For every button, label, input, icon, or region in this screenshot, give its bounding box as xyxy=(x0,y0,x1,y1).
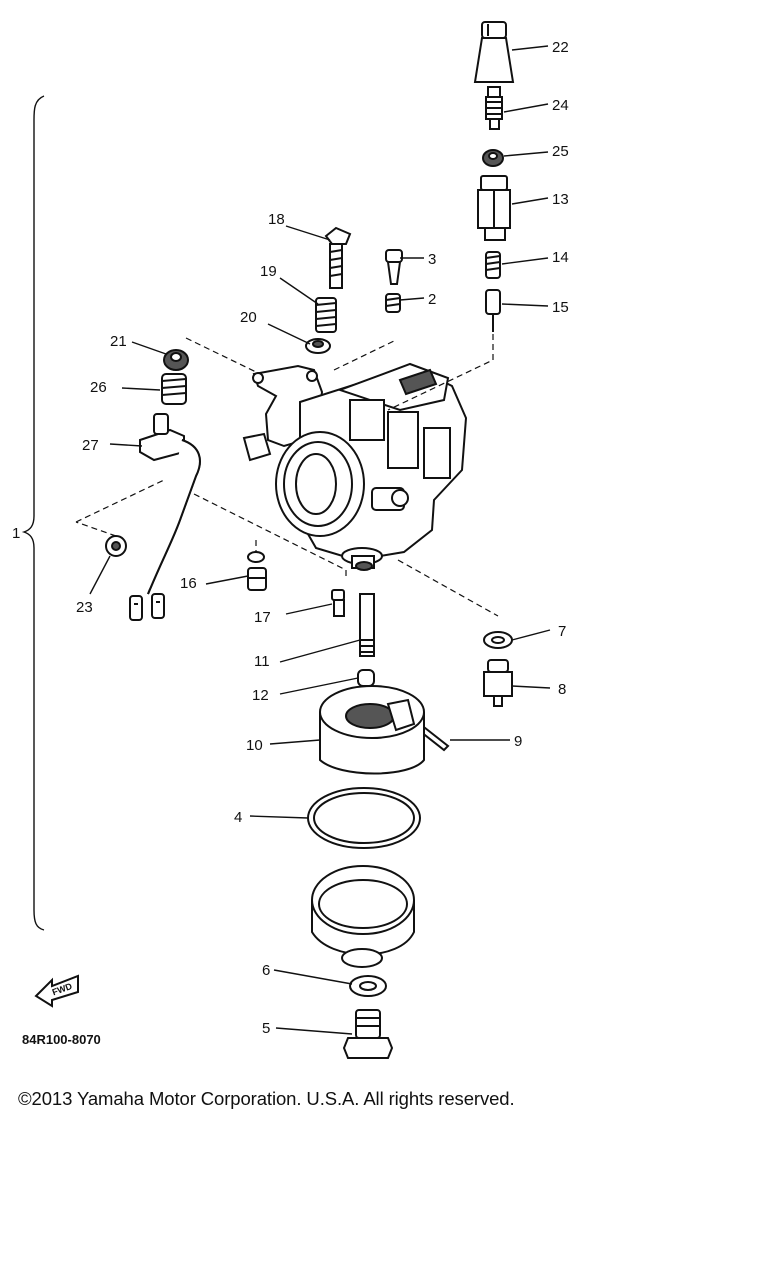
alignment-dashes xyxy=(75,334,499,617)
part-22-cap xyxy=(473,21,515,83)
callout-15: 15 xyxy=(552,299,569,316)
part-10-float xyxy=(319,685,425,775)
part-24-screw xyxy=(485,86,503,130)
part-16-fitting xyxy=(247,551,267,591)
part-2-spring xyxy=(385,293,401,313)
callout-14: 14 xyxy=(552,249,569,266)
callout-13: 13 xyxy=(552,191,569,208)
carburetor-body xyxy=(242,362,468,571)
callout-17: 17 xyxy=(254,609,271,626)
copyright-notice: ©2013 Yamaha Motor Corporation. U.S.A. A… xyxy=(18,1088,515,1109)
part-7-washer xyxy=(483,631,513,649)
part-6-washer xyxy=(349,975,387,997)
carburetor-exploded-diagram: 1 2 3 4 5 6 7 8 9 10 11 12 13 14 15 16 1… xyxy=(12,21,569,1059)
part-19-spring xyxy=(315,297,337,333)
callout-22: 22 xyxy=(552,39,569,56)
part-14-spring xyxy=(485,251,501,279)
callout-27: 27 xyxy=(82,437,99,454)
callout-21: 21 xyxy=(110,333,127,350)
part-11-nozzle xyxy=(359,593,375,657)
callout-3: 3 xyxy=(428,251,436,268)
float-bowl xyxy=(311,865,415,968)
part-23-washer xyxy=(105,535,127,557)
part-20-seal xyxy=(305,338,331,354)
callout-10: 10 xyxy=(246,737,263,754)
callout-6: 6 xyxy=(262,962,270,979)
callout-11: 11 xyxy=(254,653,270,670)
callout-4: 4 xyxy=(234,809,242,826)
callout-24: 24 xyxy=(552,97,569,114)
part-27-starter-plunger xyxy=(139,413,201,595)
callout-19: 19 xyxy=(260,263,277,280)
callout-16: 16 xyxy=(180,575,197,592)
callout-7: 7 xyxy=(558,623,566,640)
part-21-nut xyxy=(163,349,189,371)
part-4-gasket xyxy=(307,787,421,849)
callout-9: 9 xyxy=(514,733,522,750)
part-13-nut xyxy=(477,175,511,241)
callout-2: 2 xyxy=(428,291,436,308)
callout-25: 25 xyxy=(552,143,569,160)
fwd-arrow-icon: FWD xyxy=(34,974,79,1008)
part-12-jet xyxy=(357,669,375,687)
callout-18: 18 xyxy=(268,211,285,228)
part-26-spring xyxy=(161,373,187,405)
callout-5: 5 xyxy=(262,1020,270,1037)
callout-labels: 1 2 3 4 5 6 7 8 9 10 11 12 13 14 15 16 1… xyxy=(12,39,569,1037)
drawing-code: 84R100-8070 xyxy=(22,1032,101,1047)
part-17-screw xyxy=(331,589,345,617)
callout-8: 8 xyxy=(558,681,566,698)
callout-20: 20 xyxy=(240,309,257,326)
callout-23: 23 xyxy=(76,599,93,616)
leader-lines xyxy=(89,45,551,1035)
wire-terminals xyxy=(129,593,165,621)
part-5-drain-plug xyxy=(342,1009,394,1059)
callout-1: 1 xyxy=(12,525,20,542)
callout-26: 26 xyxy=(90,379,107,396)
part-15-needle xyxy=(485,289,501,332)
part-18-screw xyxy=(324,226,352,289)
part-3-screw xyxy=(385,249,403,285)
part-8-needle-valve xyxy=(483,659,513,707)
callout-12: 12 xyxy=(252,687,269,704)
assembly-bracket xyxy=(21,95,45,931)
part-25-nut xyxy=(482,149,504,167)
